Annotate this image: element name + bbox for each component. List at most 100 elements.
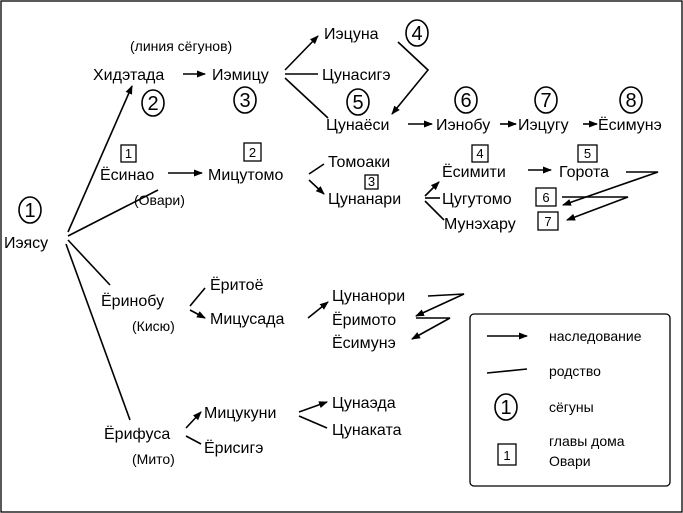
name-yorinobu: Ёринобу bbox=[101, 292, 164, 310]
svg-text:6: 6 bbox=[542, 190, 549, 205]
name-yoshinao: Ёсинао bbox=[100, 166, 154, 184]
shogun-markers: 1 2 3 4 5 6 7 8 bbox=[18, 19, 643, 224]
arrow-yorimoto-yoshimune bbox=[411, 317, 451, 340]
svg-text:7: 7 bbox=[540, 90, 551, 112]
label-owari: (Овари) bbox=[134, 192, 185, 208]
owari-number-7: 7 bbox=[537, 211, 559, 231]
name-tsunayoshi: Цунаёси bbox=[326, 117, 389, 134]
legend-box-sample: 1 bbox=[497, 443, 517, 466]
svg-text:3: 3 bbox=[239, 90, 250, 112]
name-yorishige: Ёрисигэ bbox=[204, 439, 263, 457]
svg-text:1: 1 bbox=[503, 448, 510, 463]
owari-number-2: 2 bbox=[243, 142, 262, 162]
arrow-tsunanori-yorimoto bbox=[415, 293, 465, 317]
label-shogun-line: (линия сёгунов) bbox=[130, 38, 232, 54]
svg-text:4: 4 bbox=[476, 146, 483, 161]
line-mitsukuni-tsunakata bbox=[298, 415, 328, 429]
name-tsunanori: Цунанори bbox=[332, 288, 405, 305]
name-tsunanari: Цунанари bbox=[328, 191, 401, 208]
svg-text:1: 1 bbox=[500, 397, 511, 419]
shogun-number-5: 5 bbox=[346, 88, 370, 116]
svg-text:6: 6 bbox=[460, 90, 471, 112]
legend-circle-sample: 1 bbox=[494, 393, 518, 421]
name-ietsugu: Иэцугу bbox=[518, 117, 569, 134]
line-ieyasu-yorifusa bbox=[65, 243, 131, 421]
legend: наследование родство 1 сёгуны 1 главы до… bbox=[469, 313, 671, 487]
svg-text:1: 1 bbox=[125, 146, 132, 161]
arrow-tsunanari-yoshimichi bbox=[424, 181, 440, 197]
shogun-number-6: 6 bbox=[454, 86, 478, 114]
owari-number-1: 1 bbox=[120, 144, 137, 163]
line-tsunanari-munecharu bbox=[424, 200, 445, 221]
arrow-gorota-tsugutomo bbox=[562, 171, 659, 206]
svg-text:5: 5 bbox=[352, 92, 363, 114]
shogun-number-7: 7 bbox=[534, 86, 558, 114]
name-ieyasu: Иэясу bbox=[4, 235, 48, 252]
name-tsunakata: Цунаката bbox=[332, 422, 402, 439]
name-gorota: Горота bbox=[559, 164, 609, 181]
person-names: Иэясу (линия сёгунов) Хидэтада Иэмицу Иэ… bbox=[4, 26, 662, 467]
line-yorifusa-yorishige bbox=[185, 435, 202, 445]
name-tomoaki: Томоаки bbox=[328, 154, 390, 171]
svg-text:8: 8 bbox=[625, 90, 636, 112]
arrow-iemitsu-ietsuna bbox=[284, 35, 319, 71]
arrow-yorifusa-mitsukuni bbox=[185, 411, 202, 429]
shogun-number-2: 2 bbox=[141, 89, 165, 117]
name-yorimoto: Ёримото bbox=[332, 311, 396, 329]
name-tsunashige: Цунасигэ bbox=[322, 67, 391, 84]
svg-text:3: 3 bbox=[368, 174, 375, 189]
line-iemitsu-tsunayoshi bbox=[284, 77, 329, 119]
line-ieyasu-yorinobu bbox=[67, 239, 111, 286]
name-ietsuna: Иэцуна bbox=[324, 26, 379, 43]
arrow-yorinobu-mitsusada bbox=[189, 309, 206, 319]
svg-text:2: 2 bbox=[249, 145, 256, 160]
svg-text:5: 5 bbox=[584, 146, 591, 161]
owari-markers: 1 2 3 4 5 6 7 bbox=[120, 142, 598, 231]
label-mito: (Мито) bbox=[132, 451, 175, 467]
name-mitsusada: Мицусада bbox=[210, 311, 284, 328]
arrow-mitsutomo-tsunanari bbox=[308, 179, 325, 195]
legend-owari-heads-line1: главы дома bbox=[549, 433, 625, 449]
name-ienobu: Иэнобу bbox=[436, 117, 490, 134]
name-yoshimune-shogun: Ёсимунэ bbox=[598, 116, 662, 134]
legend-box bbox=[469, 313, 671, 487]
name-hidetada: Хидэтада bbox=[93, 67, 164, 84]
legend-kinship: родство bbox=[549, 363, 601, 379]
line-mitsutomo-tomoaki bbox=[308, 163, 325, 175]
svg-text:1: 1 bbox=[24, 200, 35, 222]
arrow-tsugutomo-munecharu bbox=[562, 196, 629, 221]
legend-owari-heads-line2: Овари bbox=[549, 453, 591, 469]
svg-text:4: 4 bbox=[411, 23, 422, 45]
name-mitsukuni: Мицукуни bbox=[204, 405, 276, 422]
name-yoshimune-kii: Ёсимунэ bbox=[332, 334, 396, 352]
shogun-number-3: 3 bbox=[233, 86, 257, 114]
name-tsugutomo: Цугутомо bbox=[442, 191, 512, 208]
arrow-ietsuna-tsunayoshi bbox=[391, 41, 430, 115]
arrow-ieyasu-hidetada bbox=[67, 85, 133, 233]
arrow-mitsukuni-tsunaeda bbox=[298, 401, 328, 413]
svg-text:2: 2 bbox=[147, 93, 158, 115]
line-ieyasu-yoshinao bbox=[67, 189, 159, 237]
shogun-number-1: 1 bbox=[18, 196, 42, 224]
label-kishu: (Кисю) bbox=[132, 318, 175, 334]
legend-succession: наследование bbox=[549, 328, 642, 344]
shogun-number-4: 4 bbox=[405, 19, 429, 47]
line-yorinobu-yoritoe bbox=[189, 287, 206, 307]
connection-lines bbox=[65, 35, 659, 445]
name-tsunaeda: Цунаэда bbox=[332, 395, 396, 412]
owari-number-3: 3 bbox=[364, 174, 379, 190]
name-mitsutomo: Мицутомо bbox=[208, 167, 283, 184]
legend-shoguns: сёгуны bbox=[549, 399, 594, 415]
name-yoshimichi: Ёсимити bbox=[442, 163, 506, 181]
name-yorifusa: Ёрифуса bbox=[104, 425, 170, 443]
owari-number-6: 6 bbox=[535, 187, 557, 207]
shogun-number-8: 8 bbox=[619, 86, 643, 114]
name-munecharu: Мунэхару bbox=[444, 216, 516, 233]
name-iemitsu: Иэмицу bbox=[212, 67, 269, 84]
name-yoritoe: Ёритоё bbox=[210, 276, 264, 294]
owari-number-5: 5 bbox=[577, 144, 598, 163]
legend-line-sample bbox=[486, 368, 528, 374]
arrow-mitsusada-tsunanori bbox=[307, 301, 329, 319]
